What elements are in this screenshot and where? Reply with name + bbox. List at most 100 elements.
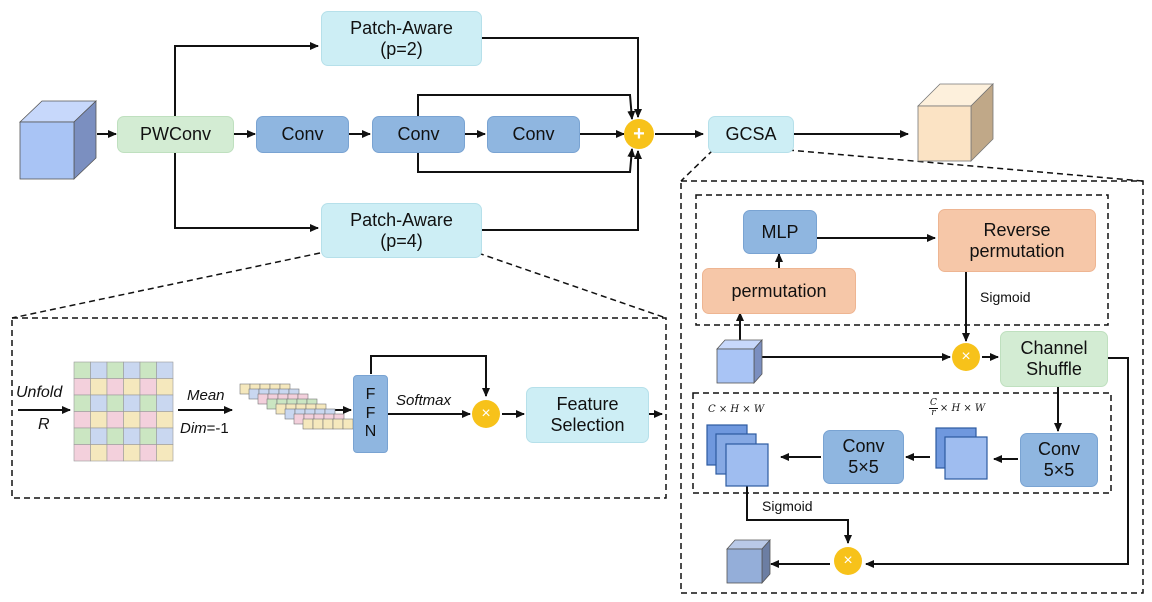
dim-value: =-1	[206, 420, 229, 437]
conv5-left-block: Conv 5×5	[823, 430, 904, 484]
mean-slice-stack	[239, 383, 354, 430]
mean-slice-cell	[248, 388, 260, 400]
patch-grid-cell	[90, 411, 108, 429]
multiply-symbol-patch: ×	[481, 405, 491, 422]
pwconv-block: PWConv	[117, 116, 234, 153]
reverse-line1: Reverse	[983, 219, 1051, 240]
ffn-letter-n: N	[364, 423, 377, 441]
mean-slice	[302, 418, 354, 430]
output-cube	[917, 83, 994, 162]
multiply-operator-gcsa	[952, 343, 980, 371]
patch-grid-cell	[90, 427, 108, 445]
mean-slice-cell	[275, 403, 287, 415]
patch-grid-cell	[106, 427, 124, 445]
multiply-symbol-sigmoid: ×	[843, 552, 853, 569]
dashed-conv-frame	[692, 392, 1112, 494]
dims-fraction-num: C	[929, 398, 938, 409]
patch-grid-cell	[139, 378, 157, 396]
patch-aware-p2-param: (p=2)	[380, 38, 423, 59]
arrow-ffn-skip	[370, 355, 490, 397]
pwconv-label: PWConv	[139, 124, 211, 145]
permutation-block: permutation	[702, 268, 856, 314]
arrow-skip-bottom	[417, 148, 636, 173]
gcsa-input-cube	[716, 338, 763, 385]
ffn-block: F F N	[353, 375, 388, 453]
conv-block-1: Conv	[256, 116, 349, 153]
patch-grid-cell	[106, 378, 124, 396]
reverse-line2: permutation	[969, 240, 1065, 261]
conv5-left-line1: Conv	[842, 436, 885, 457]
patch-grid-cell	[156, 361, 174, 379]
dashed-patch-zoom-right	[477, 252, 667, 319]
mean-slice-cell	[332, 418, 344, 430]
patch-grid-cell	[90, 361, 108, 379]
gcsa-output-cube	[726, 538, 771, 585]
mean-label: Mean	[187, 387, 225, 404]
mean-slice-cell	[322, 418, 334, 430]
ffn-letter-f1: F	[365, 386, 376, 404]
patch-grid-cell	[90, 444, 108, 462]
conv5-right-line1: Conv	[1037, 439, 1081, 460]
arrow-skip-top	[417, 94, 636, 121]
unfold-label: Unfold	[16, 384, 63, 401]
patch-grid-cell	[123, 427, 141, 445]
patch-grid-cell	[106, 411, 124, 429]
arrow-shuffle-bypass	[865, 357, 1129, 568]
patch-grid-cell	[139, 361, 157, 379]
conv5-right-line2: 5×5	[1043, 460, 1075, 480]
dashed-gcsa-detail-frame	[680, 180, 1144, 594]
add-symbol: +	[633, 123, 645, 145]
arrow-patch2-to-add	[481, 37, 642, 118]
mean-slice-cell	[293, 413, 305, 425]
mean-slice-cell	[342, 418, 354, 430]
mlp-label: MLP	[761, 221, 799, 242]
dim-label: Dim=-1	[180, 420, 229, 437]
patch-aware-p2-title: Patch-Aware	[350, 17, 453, 38]
gcsa-label: GCSA	[725, 124, 777, 145]
patch-grid-cell	[106, 361, 124, 379]
patch-grid-cell	[73, 378, 91, 396]
multiply-operator-sigmoid	[834, 547, 862, 575]
arrow-stack-sigmoid	[746, 486, 852, 544]
reverse-permutation-block: Reverse permutation	[938, 209, 1096, 272]
patch-grid-cell	[73, 411, 91, 429]
dims-right-rest: × H × W	[939, 403, 986, 414]
input-cube	[19, 100, 97, 180]
patch-grid-cell	[139, 394, 157, 412]
patch-grid-cell	[123, 411, 141, 429]
patch-aware-p2-block: Patch-Aware (p=2)	[321, 11, 482, 66]
mean-slice-cell	[257, 393, 269, 405]
patch-grid-cell	[139, 411, 157, 429]
patch-aware-p4-block: Patch-Aware (p=4)	[321, 203, 482, 258]
patch-aware-p4-param: (p=4)	[380, 230, 423, 251]
patch-grid-cell	[73, 444, 91, 462]
unfolded-patch-grid	[73, 361, 174, 462]
mean-slice-cell	[312, 418, 324, 430]
patch-grid-cell	[123, 361, 141, 379]
dashed-patch-zoom-left	[11, 252, 321, 319]
ffn-letter-f2: F	[365, 404, 376, 422]
patch-grid-cell	[139, 444, 157, 462]
dims-right-label: C r × H × W	[929, 399, 985, 418]
patch-grid-cell	[90, 378, 108, 396]
feature-selection-line2: Selection	[550, 415, 625, 435]
patch-grid-cell	[156, 378, 174, 396]
permutation-label: permutation	[731, 280, 827, 301]
mean-slice-cell	[284, 408, 296, 420]
dashed-gcsa-zoom-left	[680, 149, 714, 182]
feature-selection-block: Feature Selection	[526, 387, 649, 443]
patch-grid-cell	[156, 444, 174, 462]
dashed-attention-frame	[695, 194, 1109, 326]
mean-slice-cell	[302, 418, 314, 430]
softmax-label: Softmax	[396, 392, 452, 409]
mean-slice-cell	[266, 398, 278, 410]
patch-grid-cell	[139, 427, 157, 445]
mean-slice-cell	[239, 383, 251, 395]
gcsa-block: GCSA	[708, 116, 794, 153]
patch-grid-cell	[156, 427, 174, 445]
multiply-symbol-gcsa: ×	[961, 348, 971, 365]
mlp-block: MLP	[743, 210, 817, 254]
add-operator	[624, 119, 654, 149]
